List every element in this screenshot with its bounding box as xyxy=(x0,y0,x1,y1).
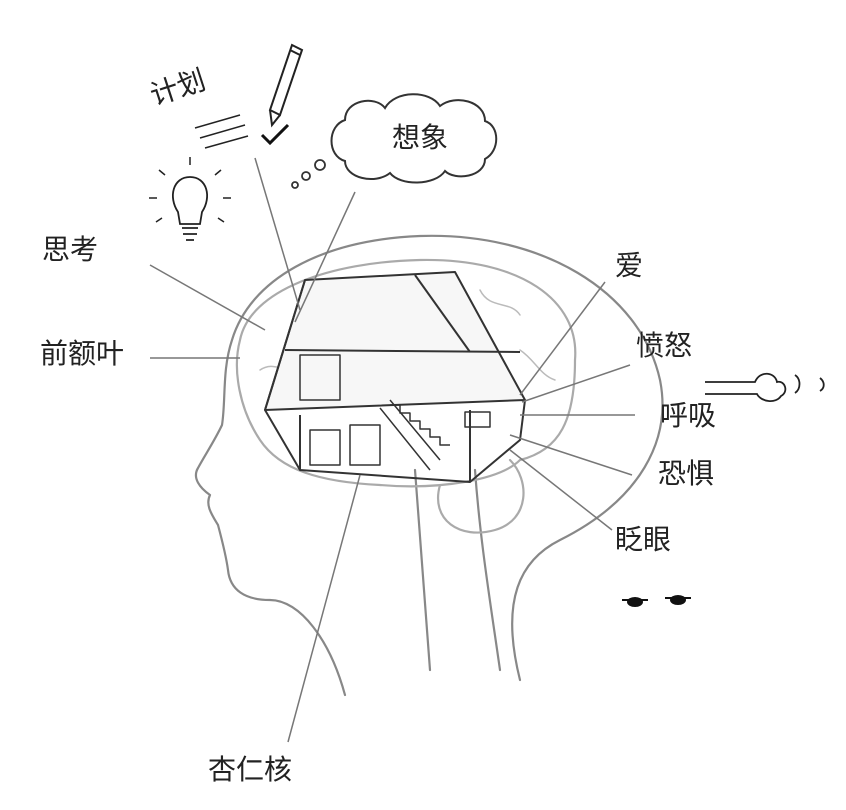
label-anger: 愤怒 xyxy=(636,329,693,362)
speed-lines xyxy=(194,114,249,149)
label-fear: 恐惧 xyxy=(658,457,715,490)
leader-lines xyxy=(149,157,635,743)
label-thinking: 思考 xyxy=(42,233,99,266)
label-love: 爱 xyxy=(615,249,644,282)
pencil-icon xyxy=(268,43,304,128)
neck xyxy=(413,468,502,672)
checkmark-icon xyxy=(260,123,290,146)
label-prefrontal-cortex: 前额叶 xyxy=(40,337,125,370)
blinking-eyes-icon xyxy=(622,595,691,607)
label-breathing: 呼吸 xyxy=(660,399,717,432)
label-imagination: 想象 xyxy=(392,121,449,154)
lightbulb-icon xyxy=(149,157,231,241)
label-amygdala: 杏仁核 xyxy=(208,753,293,786)
house xyxy=(264,271,526,483)
cerebellum xyxy=(437,458,525,534)
head-outline xyxy=(194,234,664,697)
brain-outline xyxy=(235,258,577,488)
label-blink: 眨眼 xyxy=(615,523,672,556)
thought-cloud xyxy=(330,93,498,184)
breath-icon xyxy=(705,372,825,402)
